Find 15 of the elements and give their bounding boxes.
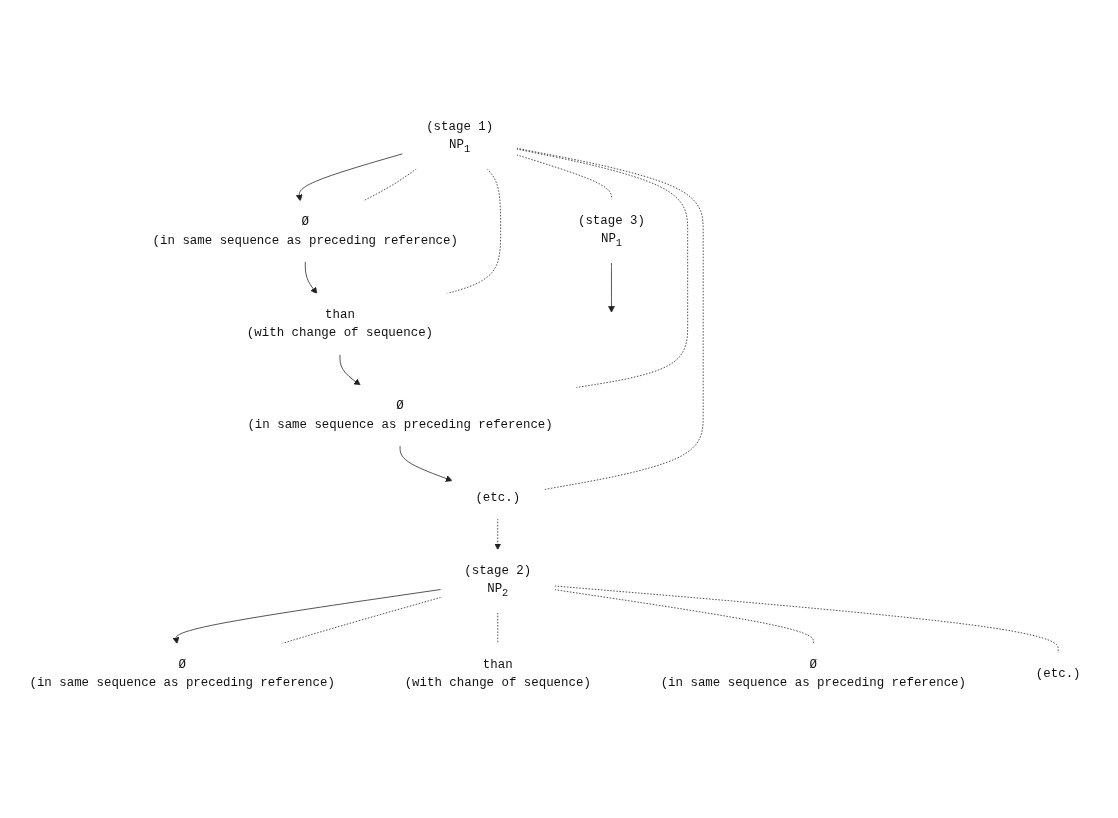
connector (554, 585, 1059, 654)
connector (516, 147, 704, 491)
node-text: than (with change of sequence) (404, 657, 591, 691)
node-text: Ø (in same sequence as preceding reference) (152, 214, 458, 248)
connector (516, 148, 689, 388)
connector (516, 154, 612, 201)
node-text: than (with change of sequence) (246, 307, 434, 341)
node-text: (stage 1) NP$_{1}$ (426, 119, 494, 155)
node-text: (etc.) (1035, 666, 1081, 681)
node-text: Ø (in same sequence as preceding reference) (247, 399, 553, 432)
node-text: (stage 3) NP$_{1}$ (577, 213, 645, 249)
node-text: Ø (in same sequence as preceding reference) (29, 657, 335, 691)
node-text: (stage 2) NP$_{2}$ (464, 563, 532, 599)
node-text: Ø (in same sequence as preceding reference) (660, 657, 967, 691)
node-text: (etc.) (475, 490, 521, 505)
